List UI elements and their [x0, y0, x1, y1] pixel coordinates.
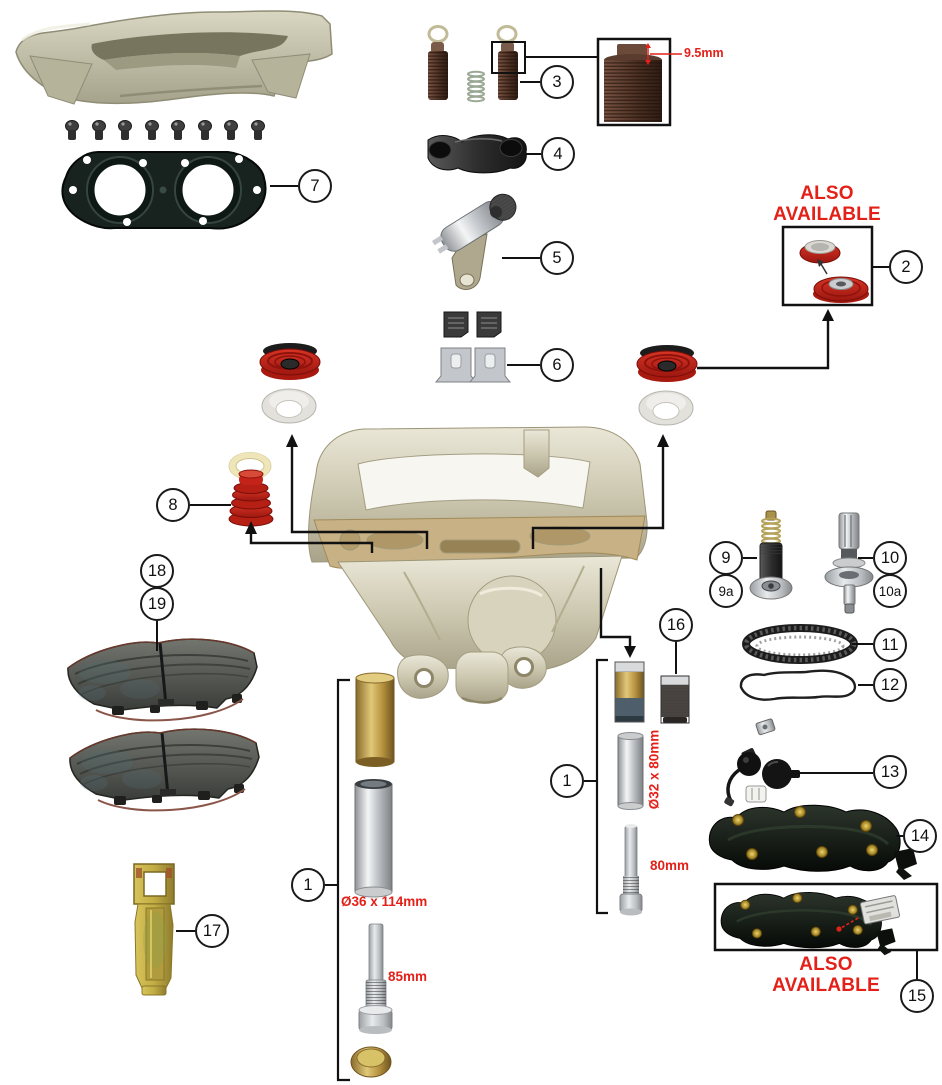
callout-3[interactable]: 3 — [540, 65, 574, 99]
callout-13[interactable]: 13 — [873, 755, 907, 789]
gasket-plate-part7 — [61, 151, 267, 230]
assembly-arrows — [245, 309, 834, 658]
sensor-module — [859, 895, 900, 925]
callout-7[interactable]: 7 — [298, 169, 332, 203]
callout-10a[interactable]: 10a — [873, 574, 907, 608]
wear-sensor-kit-part13 — [724, 718, 800, 807]
callout-2[interactable]: 2 — [889, 250, 923, 284]
bushing-part16 — [660, 675, 690, 724]
rubber-bearing-block-part4 — [427, 134, 527, 174]
callout-10[interactable]: 10 — [873, 541, 907, 575]
callout-9[interactable]: 9 — [709, 541, 743, 575]
adjuster-shaft-part10 — [824, 512, 874, 614]
callout-17[interactable]: 17 — [195, 914, 229, 948]
also-available-note-sensor: ALSO AVAILABLE — [772, 954, 880, 997]
dimension-label-pin-stub: 9.5mm — [684, 46, 724, 60]
callout-18[interactable]: 18 — [140, 554, 174, 588]
callout-15[interactable]: 15 — [900, 979, 934, 1013]
also-available-note-seals: ALSO AVAILABLE — [773, 183, 881, 226]
callout-6[interactable]: 6 — [540, 348, 574, 382]
carrier-mounting-bolts — [65, 120, 265, 141]
callout-14[interactable]: 14 — [903, 819, 937, 853]
callout-19[interactable]: 19 — [140, 587, 174, 621]
guide-pin-kit-right-part1 — [595, 658, 645, 916]
caliper-cover-part14 — [707, 803, 919, 882]
callout-9a[interactable]: 9a — [709, 574, 743, 608]
dimension-label-left-sleeve: Ø36 x 114mm — [341, 894, 428, 909]
callout-1-left[interactable]: 1 — [291, 868, 325, 902]
guide-pin-kit-left-part1 — [336, 672, 395, 1082]
callout-16[interactable]: 16 — [659, 608, 693, 642]
dimension-label-right-bolt: 80mm — [650, 858, 690, 873]
also-available-seals-box-part2 — [781, 225, 874, 307]
brake-pads-part18-19 — [66, 637, 261, 812]
dimension-label-right-sleeve: Ø32 x 80mm — [646, 729, 662, 810]
caliper-carrier-photo — [15, 10, 333, 105]
pad-retainer-part17 — [133, 863, 175, 996]
pin-detail-callout-box — [491, 37, 682, 127]
callout-5[interactable]: 5 — [540, 241, 574, 275]
callout-4[interactable]: 4 — [541, 137, 575, 171]
dimension-label-left-bolt: 85mm — [388, 969, 428, 984]
piston-seal-stack-left — [259, 342, 321, 424]
cover-gasket-part12 — [739, 669, 857, 701]
also-available-cover-box-part15 — [713, 882, 939, 957]
caliper-body-photo — [308, 426, 648, 704]
callout-12[interactable]: 12 — [873, 668, 907, 702]
adjuster-mechanism-part5 — [431, 193, 517, 290]
callout-8[interactable]: 8 — [156, 488, 190, 522]
piston-seal-stack-right — [636, 344, 698, 426]
callout-1-right[interactable]: 1 — [550, 764, 584, 798]
oring-and-bellows-part8 — [228, 452, 274, 527]
dimension-arrow-9-5mm — [645, 43, 682, 65]
pin-spring — [467, 70, 485, 103]
retainer-pin-set-part3 — [427, 25, 518, 103]
tappet-clips-part6 — [434, 311, 512, 383]
adjuster-chain-part11 — [742, 624, 858, 664]
callout-11[interactable]: 11 — [873, 628, 907, 662]
adjuster-shaft-part9 — [749, 510, 793, 600]
